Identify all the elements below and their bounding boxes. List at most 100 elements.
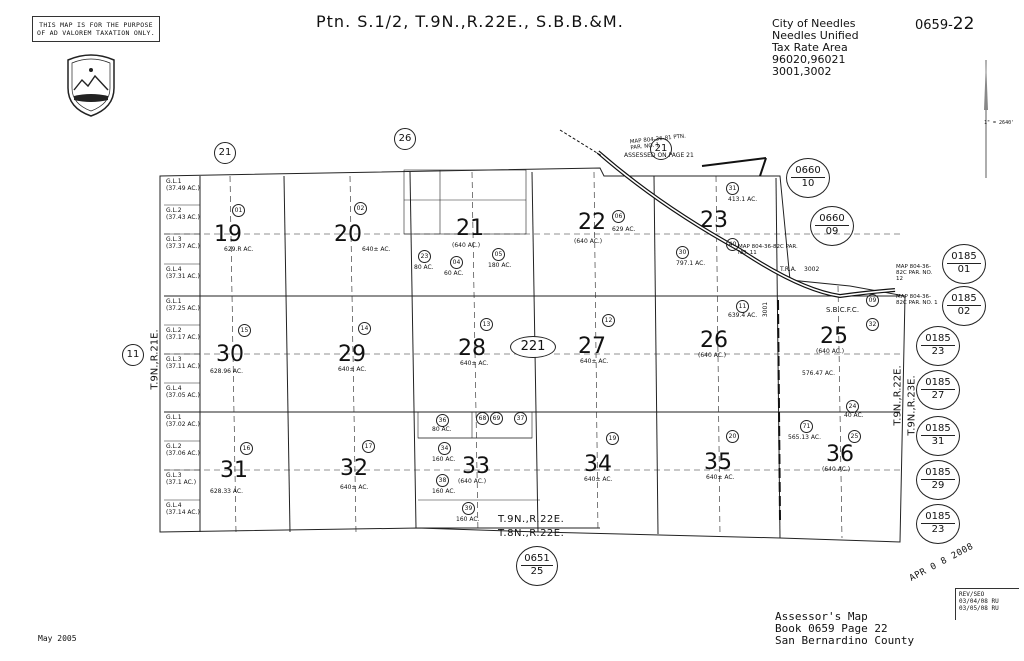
- township-label-right-a: T.9N.,R.22E.: [892, 365, 904, 426]
- parcel-number: 25: [848, 430, 861, 443]
- gov-lots-mid: G.L.1(37.25 AC.) G.L.2(37.17 AC.) G.L.3(…: [166, 298, 200, 414]
- map-ref-book: 0185: [921, 467, 955, 480]
- section-acres: (640 AC.): [452, 242, 481, 249]
- jurisdiction-info: City of Needles Needles Unified Tax Rate…: [772, 18, 859, 78]
- gov-lots-bottom: G.L.1(37.02 AC.) G.L.2(37.06 AC.) G.L.3(…: [166, 414, 200, 532]
- gov-lot: G.L.1(37.49 AC.): [166, 178, 200, 207]
- parcel-number: 34: [438, 442, 451, 455]
- map-ref-page: 02: [957, 306, 971, 317]
- acreage-label: 80 AC.: [414, 264, 434, 271]
- parcel-number: 69: [490, 412, 503, 425]
- township-label-top: T.9N.,R.22E.: [498, 514, 565, 525]
- adjacent-page-link[interactable]: 11: [122, 344, 144, 366]
- acreage-label: 797.1 AC.: [676, 260, 706, 267]
- county-seal-icon: [67, 54, 115, 117]
- map-ref-book: 0651: [521, 553, 553, 566]
- section-acres: 629.R AC.: [224, 246, 254, 253]
- parcel-number: 05: [492, 248, 505, 261]
- gov-lot-acres: (37.17 AC.): [166, 334, 200, 341]
- gov-lots-top: G.L.1(37.49 AC.) G.L.2(37.43 AC.) G.L.3(…: [166, 178, 200, 296]
- township-label-left: T.9N.,R.21E.: [149, 329, 161, 390]
- parcel-number: 13: [480, 318, 493, 331]
- parcel-number: 32: [866, 318, 879, 331]
- parcel-number: 02: [354, 202, 367, 215]
- township-label-right-b: T.9N.,R.23E.: [906, 375, 918, 436]
- disclaimer-box: THIS MAP IS FOR THE PURPOSE OF AD VALORE…: [32, 16, 160, 42]
- section-acres: 640± AC.: [706, 474, 735, 481]
- gov-lot-acres: (37.49 AC.): [166, 185, 200, 192]
- revision-header: REV/SEO: [959, 591, 985, 598]
- page-boundary: [701, 157, 767, 167]
- section-number: 28: [458, 336, 486, 361]
- section-acres: (640 AC.): [822, 466, 851, 473]
- info-line: City of Needles: [772, 17, 856, 30]
- map-ref-book: 0185: [921, 423, 955, 436]
- parcel-number: 20: [726, 430, 739, 443]
- adjacent-page-link[interactable]: 26: [394, 128, 416, 150]
- parcel-number: 36: [436, 414, 449, 427]
- acreage-label: 629 AC.: [612, 226, 636, 233]
- gov-lot-label: G.L.1: [166, 298, 182, 305]
- revision-box: REV/SEO 03/04/08 RU 03/05/08 RU: [955, 588, 1019, 620]
- parcel-number: 17: [362, 440, 375, 453]
- adjacent-page-link[interactable]: 21: [214, 142, 236, 164]
- gov-lot: G.L.4(37.14 AC.): [166, 502, 200, 532]
- flood-control-label: S.B.C.F.C.: [826, 306, 860, 314]
- gov-lot: G.L.2(37.17 AC.): [166, 327, 200, 356]
- gov-lot-acres: (37.02 AC.): [166, 421, 200, 428]
- info-line: Needles Unified: [772, 29, 859, 42]
- parcel-number: 39: [462, 502, 475, 515]
- section-number: 32: [340, 456, 368, 481]
- parcel-number: 16: [240, 442, 253, 455]
- acreage-label: 565.13 AC.: [788, 434, 821, 441]
- acreage-label: 180 AC.: [488, 262, 512, 269]
- section-number: 36: [826, 442, 854, 467]
- gov-lot-label: G.L.4: [166, 385, 182, 392]
- assessor-line: San Bernardino County: [775, 634, 915, 647]
- section-number: 35: [704, 450, 732, 475]
- info-line: 3001,3002: [772, 65, 832, 78]
- map-note: MAP 804-36-82C PAR. NO. 12: [896, 264, 933, 282]
- parcel-number: 19: [606, 432, 619, 445]
- gov-lot: G.L.4(37.31 AC.): [166, 266, 200, 296]
- revision-entry: 03/04/08 RU: [959, 598, 999, 605]
- section-acres: 640± AC.: [580, 358, 609, 365]
- adjacent-page-link[interactable]: 21: [650, 138, 672, 160]
- gov-lot-label: G.L.4: [166, 502, 182, 509]
- gov-lot-label: G.L.4: [166, 266, 182, 273]
- assessor-caption: Assessor's Map Book 0659 Page 22 San Ber…: [775, 611, 914, 647]
- map-note: MAP 804-36-82C PAR. NO. 1: [896, 294, 938, 306]
- gov-lot-acres: (37.14 AC.): [166, 509, 200, 516]
- gov-lot-acres: (37.1 AC.): [166, 479, 197, 486]
- map-note: MAP 804-36-82C PAR. NO. 11: [738, 244, 798, 256]
- parcel-number: 38: [436, 474, 449, 487]
- parcel-number: 31: [726, 182, 739, 195]
- map-ref-book: 0185: [947, 251, 981, 264]
- acreage-label: 60 AC.: [444, 270, 464, 277]
- parcel-number: 15: [238, 324, 251, 337]
- scale-label: 1" = 2640': [984, 120, 1015, 126]
- section-number: 33: [462, 454, 490, 479]
- acreage-label: 576.47 AC.: [802, 370, 835, 377]
- section-number: 27: [578, 334, 606, 359]
- gov-lot: G.L.3(37.11 AC.): [166, 356, 200, 385]
- map-ref-page: 25: [530, 566, 544, 577]
- page-badge: 221: [510, 336, 556, 358]
- map-title: Ptn. S.1/2, T.9N.,R.22E., S.B.B.&M.: [316, 12, 624, 31]
- gov-lot: G.L.3(37.37 AC.): [166, 236, 200, 266]
- acreage-label: 160 AC.: [456, 516, 480, 523]
- parcel-number: 68: [476, 412, 489, 425]
